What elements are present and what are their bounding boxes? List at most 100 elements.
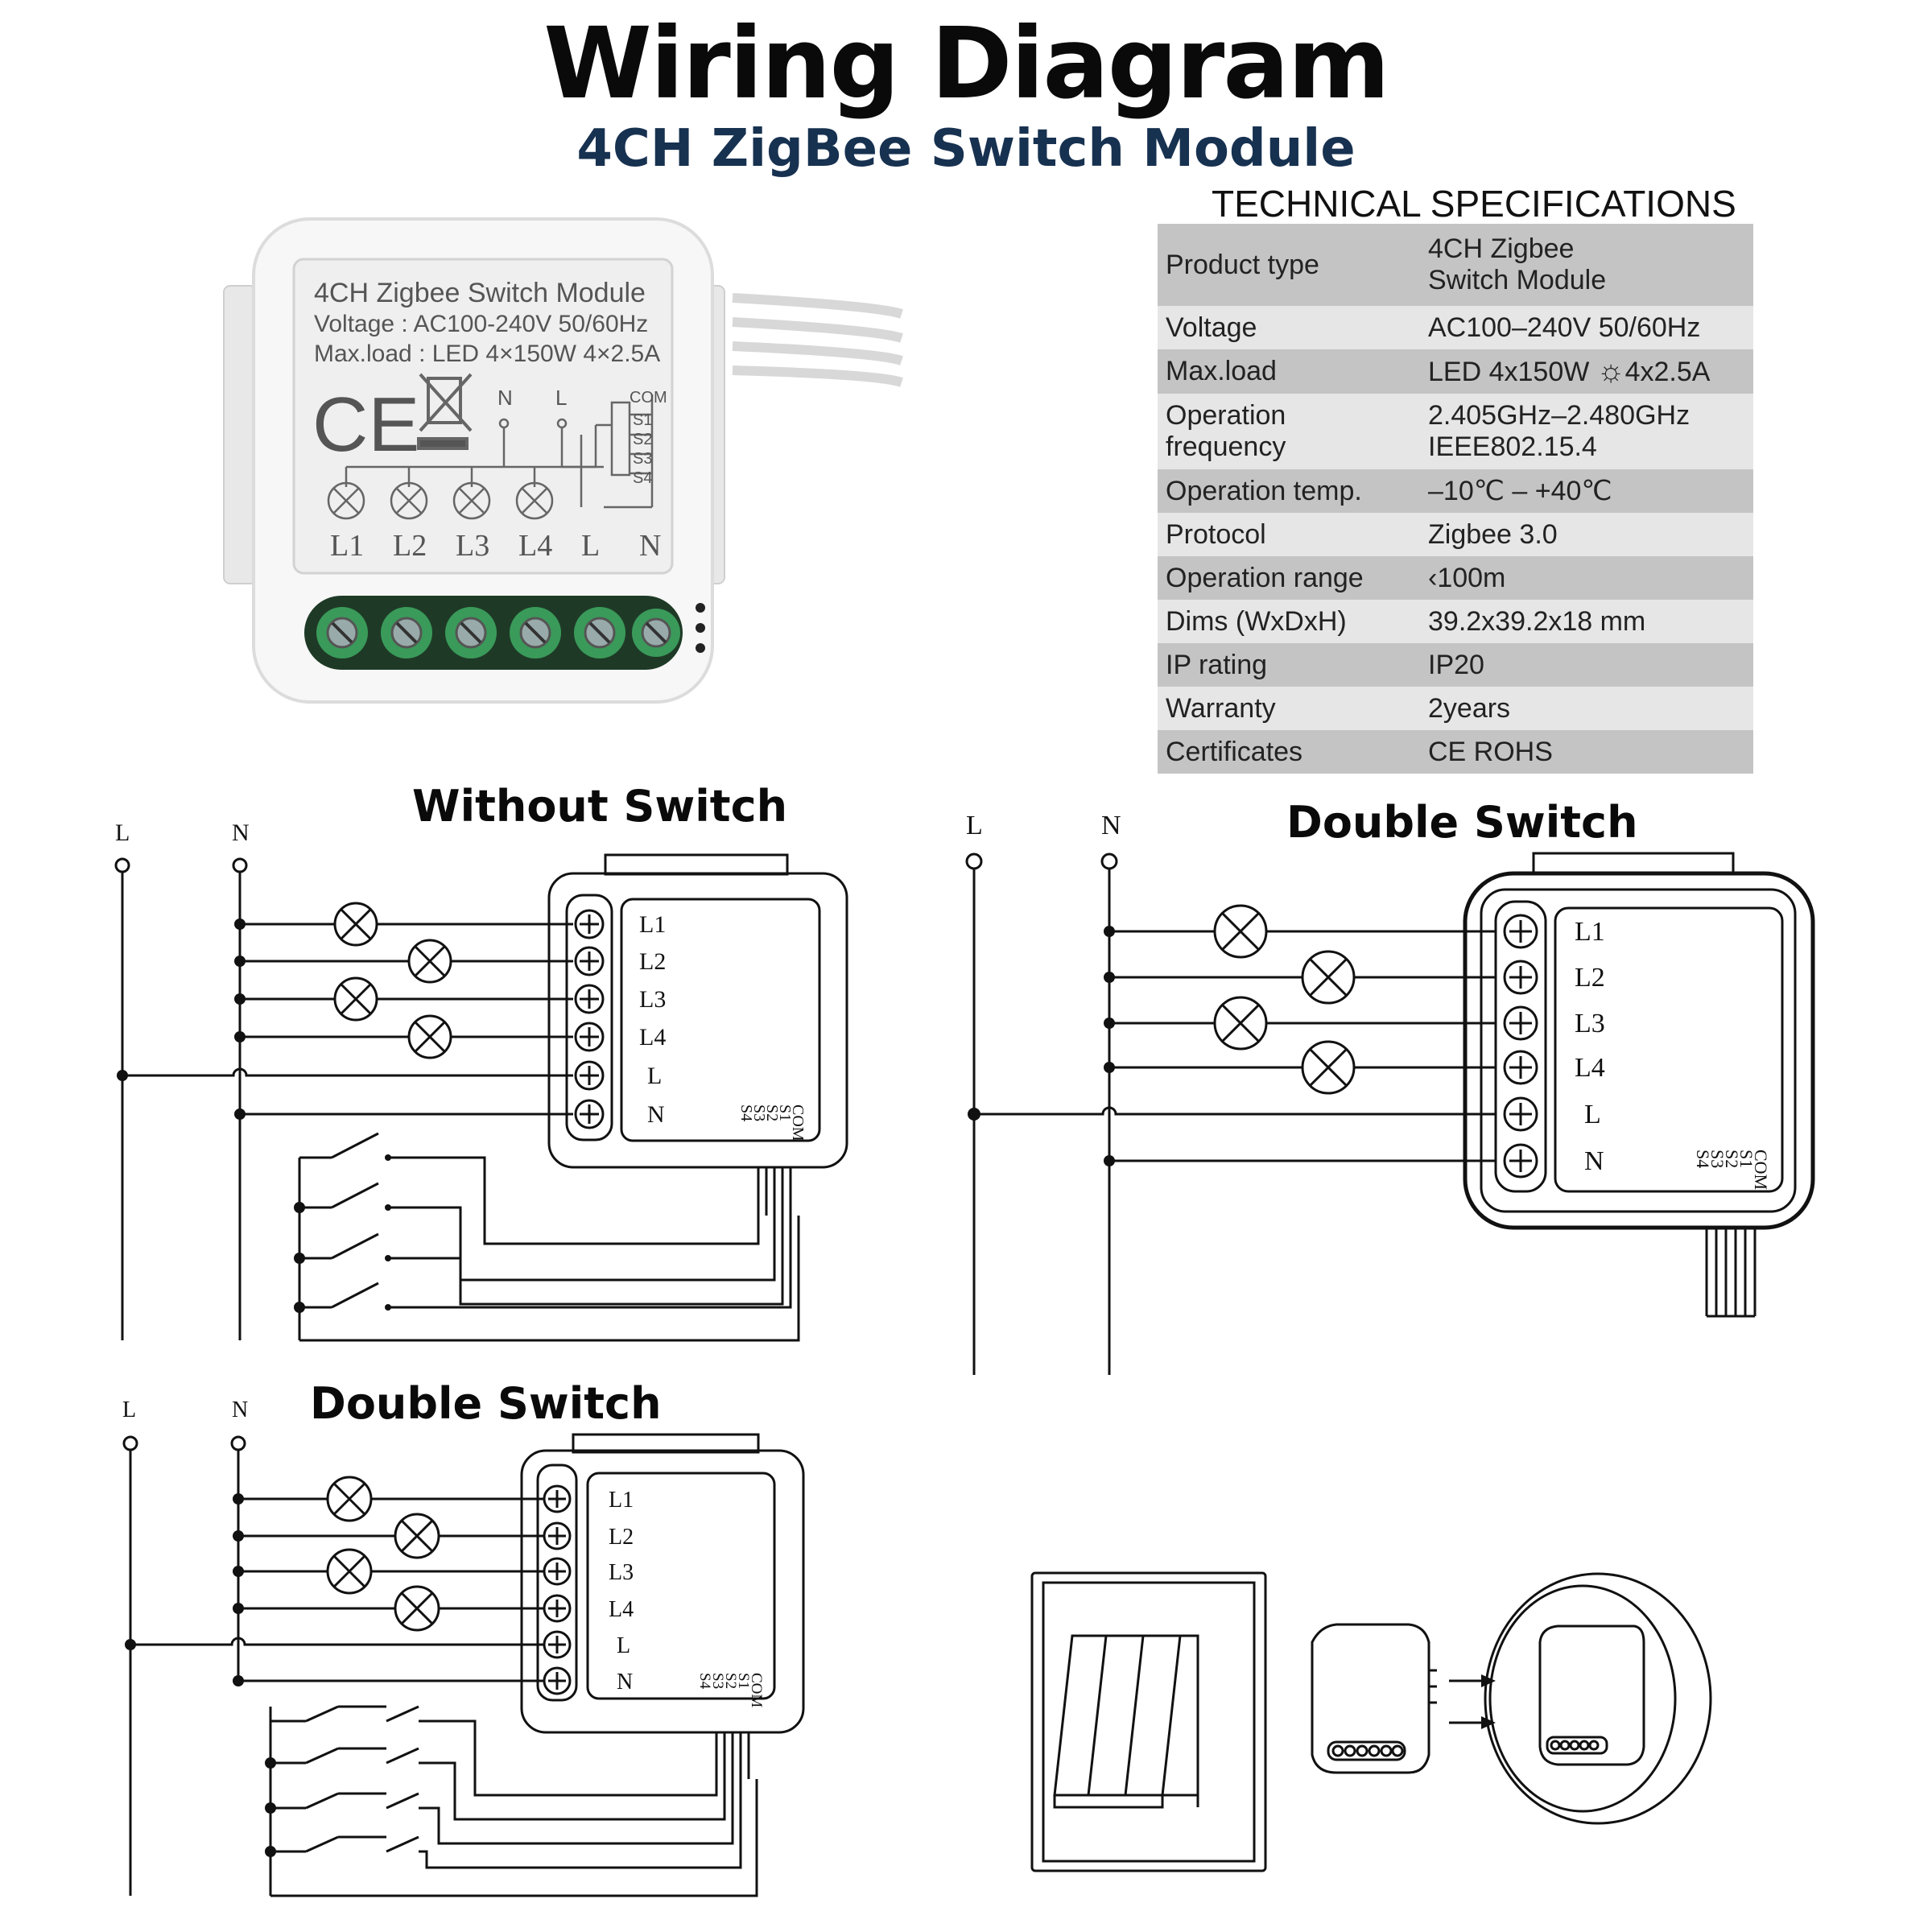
terminal-screws <box>316 607 680 658</box>
wall-switch-icon <box>1030 1571 1267 1872</box>
terminal-label-n: N <box>617 1670 633 1695</box>
spec-key: Operation frequency <box>1166 400 1286 462</box>
screw-icon <box>574 607 625 658</box>
spec-row: Max.load LED 4x150W ☼4x2.5A <box>1158 349 1753 394</box>
spec-key: Dims (WxDxH) <box>1166 605 1347 637</box>
spec-key: Warranty <box>1166 692 1276 724</box>
s1-label: S1 <box>776 1104 794 1121</box>
s1-label: S1 <box>1736 1150 1757 1168</box>
sun-icon: ☼ <box>1596 354 1625 388</box>
spec-title: TECHNICAL SPECIFICATIONS <box>1212 183 1736 225</box>
device-label-panel <box>292 258 674 575</box>
device-label-line1: 4CH Zigbee Switch Module <box>314 278 646 308</box>
label-n: N <box>497 386 513 410</box>
neutral-label: N <box>232 819 250 846</box>
terminal-screw-icons <box>543 1484 572 1695</box>
line-label: L <box>122 1397 136 1422</box>
bottom-label-l4: L4 <box>518 529 552 563</box>
spec-key: IP rating <box>1166 649 1268 680</box>
device-label-line3: Max.load : LED 4×150W 4×2.5A <box>314 341 660 367</box>
weee-bin-icon <box>417 373 473 450</box>
terminal-label-l1: L1 <box>1575 917 1605 947</box>
label-s4: S4 <box>633 469 652 487</box>
screw-icon <box>632 609 680 657</box>
spec-key: Certificates <box>1166 736 1303 767</box>
spec-key: Max.load <box>1166 356 1277 386</box>
label-s3: S3 <box>633 450 652 468</box>
status-dots <box>696 603 705 653</box>
s1-label: S1 <box>735 1673 752 1689</box>
arrow-icon <box>1449 1679 1481 1724</box>
wall-box-icon <box>1484 1572 1712 1825</box>
com-label: COM <box>1751 1150 1771 1190</box>
spec-key: Product type <box>1166 249 1319 280</box>
label-l: L <box>555 386 567 410</box>
line-label: L <box>966 811 983 840</box>
terminal-label-l3: L3 <box>639 986 666 1013</box>
page-title: Wiring Diagram <box>543 6 1389 121</box>
bottom-label-l2: L2 <box>393 529 427 563</box>
screw-icon <box>381 607 432 658</box>
s4-label: S4 <box>737 1104 755 1121</box>
spec-key: Voltage <box>1166 312 1257 343</box>
terminal-label-l1: L1 <box>639 911 666 938</box>
lamp-icons <box>326 1476 440 1632</box>
spec-value: LED 4x150W ☼4x2.5A <box>1428 354 1711 388</box>
terminal-screw-icons <box>1503 914 1538 1179</box>
spec-row: Operation range‹100m <box>1158 556 1753 600</box>
terminal-label-l: L <box>617 1633 630 1658</box>
device-lamp-icons <box>327 481 554 520</box>
without-switch-title: Without Switch <box>412 781 788 832</box>
com-label: COM <box>789 1104 807 1141</box>
screw-icon <box>510 607 561 658</box>
s2-label: S2 <box>722 1673 739 1689</box>
spec-key: Protocol <box>1166 518 1266 550</box>
page-subtitle: 4CH ZigBee Switch Module <box>576 119 1356 179</box>
s3-label: S3 <box>709 1673 726 1689</box>
neutral-label: N <box>1101 811 1121 840</box>
ce-mark-icon: CE <box>312 382 419 468</box>
terminal-label-l4: L4 <box>1575 1053 1605 1083</box>
spec-value: 39.2x39.2x18 mm <box>1428 605 1646 637</box>
double-switch-bottom-title: Double Switch <box>310 1378 662 1429</box>
s2-label: S2 <box>763 1104 781 1121</box>
spec-value: 2.405GHz–2.480GHz IEEE802.15.4 <box>1428 400 1690 462</box>
spec-value: ‹100m <box>1428 562 1506 593</box>
spec-row: Dims (WxDxH) 39.2x39.2x18 mm <box>1158 600 1753 643</box>
terminal-label-l: L <box>647 1063 662 1089</box>
spec-row: Certificates CE ROHS <box>1158 730 1753 774</box>
device-illustration: 4CH Zigbee Switch Module Voltage : AC100… <box>223 217 903 704</box>
device-bottom-labels: L1 L2 L3 L4 L N <box>330 529 661 563</box>
module-icon <box>1311 1623 1437 1774</box>
screw-icon <box>316 607 368 658</box>
installation-illustration <box>1030 1571 1712 1872</box>
double-switch-right-title: Double Switch <box>1286 797 1638 848</box>
screw-icon <box>445 607 497 658</box>
device-wires <box>732 293 903 387</box>
line-label: L <box>115 819 130 846</box>
spec-value: IP20 <box>1428 649 1484 680</box>
spec-value: CE ROHS <box>1428 736 1553 767</box>
lamp-icons <box>1213 904 1356 1095</box>
terminal-screw-icons <box>574 909 605 1129</box>
label-com: COM <box>630 389 667 407</box>
lamp-icons <box>333 902 452 1059</box>
label-s1: S1 <box>633 411 652 429</box>
bottom-label-l: L <box>581 529 600 563</box>
terminal-label-l4: L4 <box>639 1024 666 1051</box>
terminal-label-n: N <box>1584 1146 1604 1176</box>
spec-row: Operation frequency 2.405GHz–2.480GHz IEE… <box>1158 394 1753 469</box>
s4-label: S4 <box>1693 1150 1713 1168</box>
spec-key: Operation temp. <box>1166 475 1362 506</box>
s2-label: S2 <box>1722 1150 1742 1168</box>
terminal-label-l2: L2 <box>1575 963 1605 993</box>
com-label: COM <box>748 1673 765 1707</box>
spec-row: IP rating IP20 <box>1158 643 1753 687</box>
spec-value: –10℃ – +40℃ <box>1428 476 1612 506</box>
s4-label: S4 <box>696 1673 713 1690</box>
bottom-label-l1: L1 <box>330 529 364 563</box>
neutral-label: N <box>232 1397 248 1422</box>
